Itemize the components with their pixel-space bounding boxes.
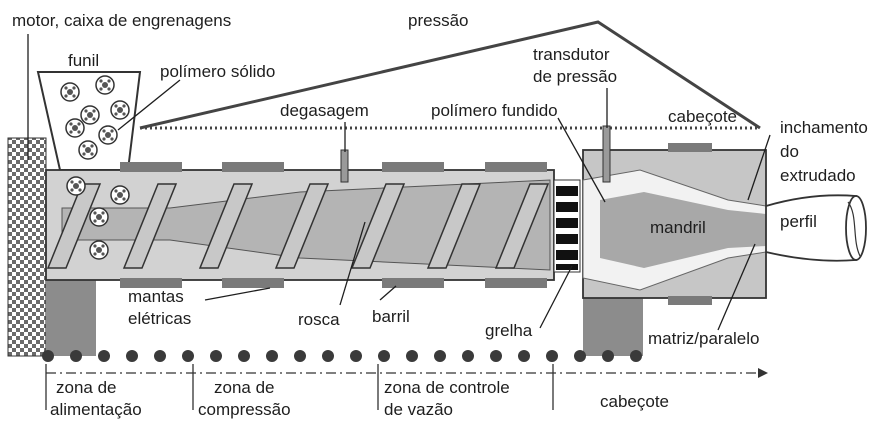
zone-compression-line1: zona de (214, 378, 275, 397)
degassing-vent (340, 149, 349, 183)
die-heater-top (668, 143, 712, 152)
label-transducer-line1: transdutor (533, 45, 610, 64)
label-breaker-plate: grelha (485, 321, 533, 340)
label-motor: motor, caixa de engrenagens (12, 11, 231, 30)
label-die-swell-line3: extrudado (780, 166, 856, 185)
heater-bands (120, 162, 547, 288)
die-heater-bottom (668, 296, 712, 305)
mandrel (600, 192, 766, 268)
zone-dividers (45, 364, 554, 410)
label-heater-bands-line2: elétricas (128, 309, 191, 328)
pressure-transducer (602, 125, 611, 183)
label-barrel: barril (372, 307, 410, 326)
zone-arrow-head (758, 368, 768, 378)
screw-flights (46, 183, 550, 269)
label-die-land: matriz/paralelo (648, 329, 760, 348)
label-die-swell-line1: inchamento (780, 118, 868, 137)
label-pressure: pressão (408, 11, 468, 30)
zone-metering-line1: zona de controle (384, 378, 510, 397)
label-screw: rosca (298, 310, 340, 329)
motor-gearbox (7, 137, 47, 357)
label-die-head-top: cabeçote (668, 107, 737, 126)
label-solid-polymer: polímero sólido (160, 62, 275, 81)
label-mandrel: mandril (650, 218, 706, 237)
label-heater-bands-line1: mantas (128, 287, 184, 306)
label-degassing: degasagem (280, 101, 369, 120)
zone-metering-line2: de vazão (384, 400, 453, 419)
zone-die-head: cabeçote (600, 392, 669, 411)
label-die-swell-line2: do (780, 142, 799, 161)
support-leg-left (46, 272, 96, 356)
label-transducer-line2: de pressão (533, 67, 617, 86)
label-profile: perfil (780, 212, 817, 231)
breaker-plate (553, 179, 581, 273)
label-hopper: funil (68, 51, 99, 70)
zone-feed-line1: zona de (56, 378, 117, 397)
zone-compression-line2: compressão (198, 400, 291, 419)
label-molten-polymer: polímero fundido (431, 101, 558, 120)
zone-feed-line2: alimentação (50, 400, 142, 419)
extrudate-profile (765, 194, 867, 262)
pressure-profile (139, 20, 761, 130)
zone-dots (42, 350, 642, 362)
leader-lines (27, 34, 771, 331)
